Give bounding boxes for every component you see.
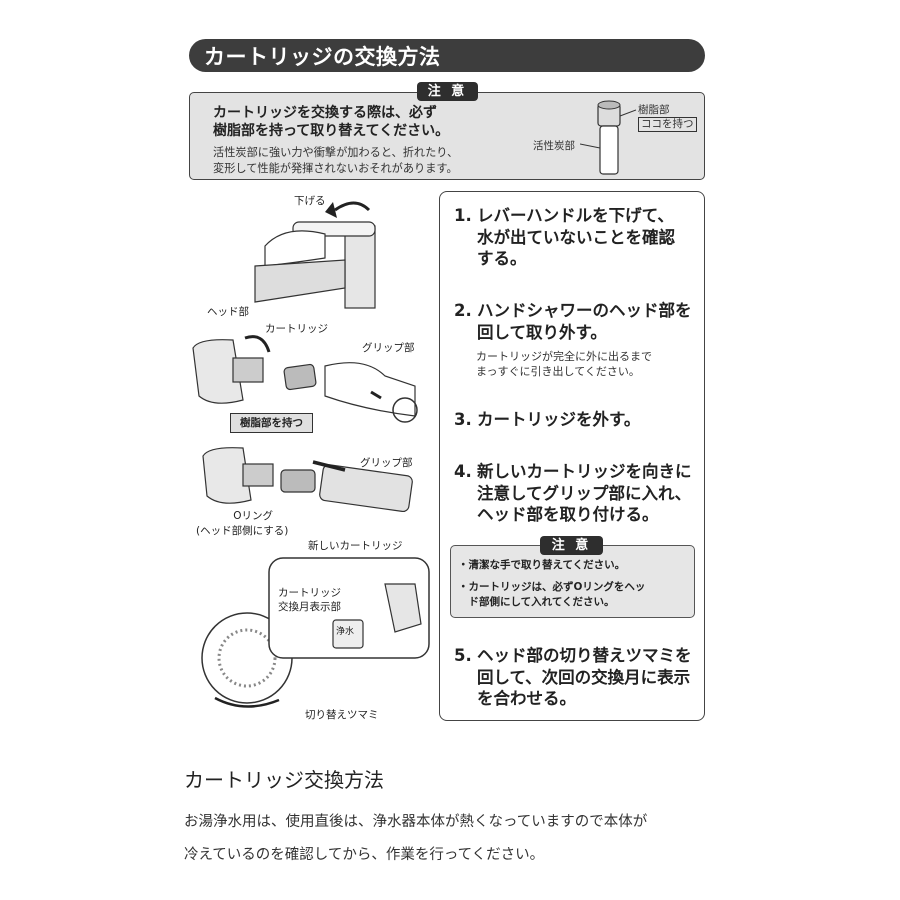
section-heading: カートリッジ交換方法	[184, 768, 384, 792]
step-5-line1: ヘッド部の切り替えツマミを	[477, 646, 692, 665]
resin-label-line2: ココを持つ	[638, 117, 697, 132]
grip-part	[319, 464, 413, 513]
faucet-lever-drawing	[254, 201, 376, 309]
step-4: 4. 新しいカートリッジを向きに 注意してグリップ部に入れ、 ヘッド部を取り付ける…	[454, 461, 692, 526]
caution-sub-text: 活性炭部に強い力や衝撃が加わると、折れたり、 変形して性能が発揮されないおそれが…	[213, 145, 458, 177]
label-switch-knob: 切り替えツマミ	[305, 709, 379, 721]
step-5-line3: を合わせる。	[477, 689, 576, 708]
shower-head	[192, 339, 244, 404]
step-2: 2. ハンドシャワーのヘッド部を 回して取り外す。	[454, 300, 692, 343]
inner-caution-line1: ・清潔な手で取り替えてください。	[458, 559, 626, 571]
inner-caution-line2: ・カートリッジは、必ずOリングをヘッ	[458, 581, 646, 593]
grip-part-circle	[392, 397, 418, 423]
insert-arrow-icon	[312, 460, 346, 472]
lower-arrow-icon	[334, 201, 371, 212]
lcd-label: 浄水	[336, 627, 355, 637]
head-connector	[232, 357, 264, 383]
body-line1: お湯浄水用は、使用直後は、浄水器本体が熱くなっていますので本体が	[184, 814, 648, 830]
step-5-line2: 回して、次回の交換月に表示	[477, 667, 691, 687]
page-title: カートリッジの交換方法	[204, 45, 441, 69]
cartridge-removed	[283, 363, 317, 391]
step-2-note-line2: まっすぐに引き出してください。	[476, 365, 640, 378]
label-month-line1: カートリッジ	[278, 587, 341, 599]
caution-main-line1: カートリッジを交換する際は、必ず	[213, 105, 437, 121]
step-4-line1: 新しいカートリッジを向きに	[477, 462, 692, 481]
resin-hold-badge: 樹脂部を持つ	[230, 413, 313, 433]
title-bar	[189, 39, 705, 72]
resin-label: 樹脂部 ココを持つ	[638, 104, 697, 132]
shower-face-drawing	[201, 557, 430, 708]
step-1-line1: レバーハンドルを下げて、	[477, 206, 674, 225]
step-4-number: 4.	[454, 462, 472, 481]
label-cartridge: カートリッジ	[265, 323, 328, 335]
caution-badge: 注 意	[417, 82, 478, 101]
label-oring-line1: Oリング	[233, 510, 274, 522]
step-4-line2: 注意してグリップ部に入れ、	[477, 483, 692, 503]
magnified-view	[268, 557, 430, 659]
label-month: カートリッジ 交換月表示部	[278, 586, 341, 614]
switch-rotate-arrow-icon	[214, 696, 280, 708]
body-text: お湯浄水用は、使用直後は、浄水器本体が熱くなっていますので本体が 冷えているのを…	[184, 806, 744, 872]
lower-arrowhead-icon	[325, 202, 337, 218]
label-grip-2: グリップ部	[360, 457, 413, 469]
step-3: 3. カートリッジを外す。	[454, 409, 640, 431]
steps-box	[439, 191, 705, 721]
step-1-line3: する。	[477, 249, 527, 268]
rotate-arrow-icon	[244, 335, 271, 353]
caution-sub-line2: 変形して性能が発揮されないおそれがあります。	[213, 162, 458, 175]
step-1: 1. レバーハンドルを下げて、 水が出ていないことを確認 する。	[454, 205, 675, 270]
head-connector-2	[242, 463, 274, 487]
step-5: 5. ヘッド部の切り替えツマミを 回して、次回の交換月に表示 を合わせる。	[454, 645, 692, 710]
step-3-number: 3.	[454, 410, 472, 429]
spray-holes	[217, 628, 277, 688]
cartridge-top-cap	[597, 100, 621, 110]
step-2-line1: ハンドシャワーのヘッド部を	[477, 301, 692, 320]
cartridge-carbon-part	[599, 125, 619, 175]
month-display	[332, 619, 364, 649]
faucet-illustrations	[192, 201, 430, 708]
step-5-number: 5.	[454, 646, 472, 665]
caution-main-line2: 樹脂部を持って取り替えてください。	[213, 123, 450, 139]
label-new-cartridge: 新しいカートリッジ	[308, 540, 403, 552]
faucet-body	[344, 225, 376, 309]
faucet-spout	[254, 259, 346, 303]
cartridge-illustration	[580, 100, 637, 175]
label-oring-line2: (ヘッド部側にする)	[196, 525, 289, 537]
step-4-line3: ヘッド部を取り付ける。	[477, 505, 659, 524]
hand-drawing	[264, 230, 326, 267]
label-month-line2: 交換月表示部	[278, 601, 341, 613]
step-2-line2: 回して取り外す。	[477, 322, 607, 342]
caution-sub-line1: 活性炭部に強い力や衝撃が加わると、折れたり、	[213, 146, 459, 159]
step-1-line2: 水が出ていないことを確認	[477, 227, 675, 247]
label-lower: 下げる	[294, 195, 326, 207]
body-line2: 冷えているのを確認してから、作業を行ってください。	[184, 847, 545, 863]
label-head: ヘッド部	[207, 306, 249, 318]
carbon-pointer-line	[580, 143, 601, 149]
step-1-number: 1.	[454, 206, 472, 225]
pull-arrow-icon	[370, 390, 382, 400]
carbon-label: 活性炭部	[533, 140, 575, 152]
resin-pointer-line	[619, 109, 637, 117]
step-2-number: 2.	[454, 301, 472, 320]
inner-caution-badge: 注 意	[540, 536, 603, 555]
step-3-line1: カートリッジを外す。	[477, 410, 641, 429]
head-side	[384, 583, 422, 633]
inner-caution-line3: ド部側にして入れてください。	[458, 596, 615, 608]
new-cartridge	[280, 469, 316, 493]
step-2-note-line1: カートリッジが完全に外に出るまで	[476, 350, 652, 363]
head-removal-drawing	[192, 335, 418, 423]
grip-hand	[324, 362, 416, 417]
inner-caution-box	[450, 545, 695, 618]
label-oring: Oリング (ヘッド部側にする)	[196, 508, 288, 538]
resin-label-line1: 樹脂部	[638, 104, 670, 116]
shower-head-2	[202, 447, 252, 504]
step-2-note: カートリッジが完全に外に出るまで まっすぐに引き出してください。	[476, 349, 652, 379]
caution-main-text: カートリッジを交換する際は、必ず 樹脂部を持って取り替えてください。	[213, 104, 449, 140]
label-grip-1: グリップ部	[362, 342, 415, 354]
insert-cartridge-drawing	[202, 447, 413, 513]
